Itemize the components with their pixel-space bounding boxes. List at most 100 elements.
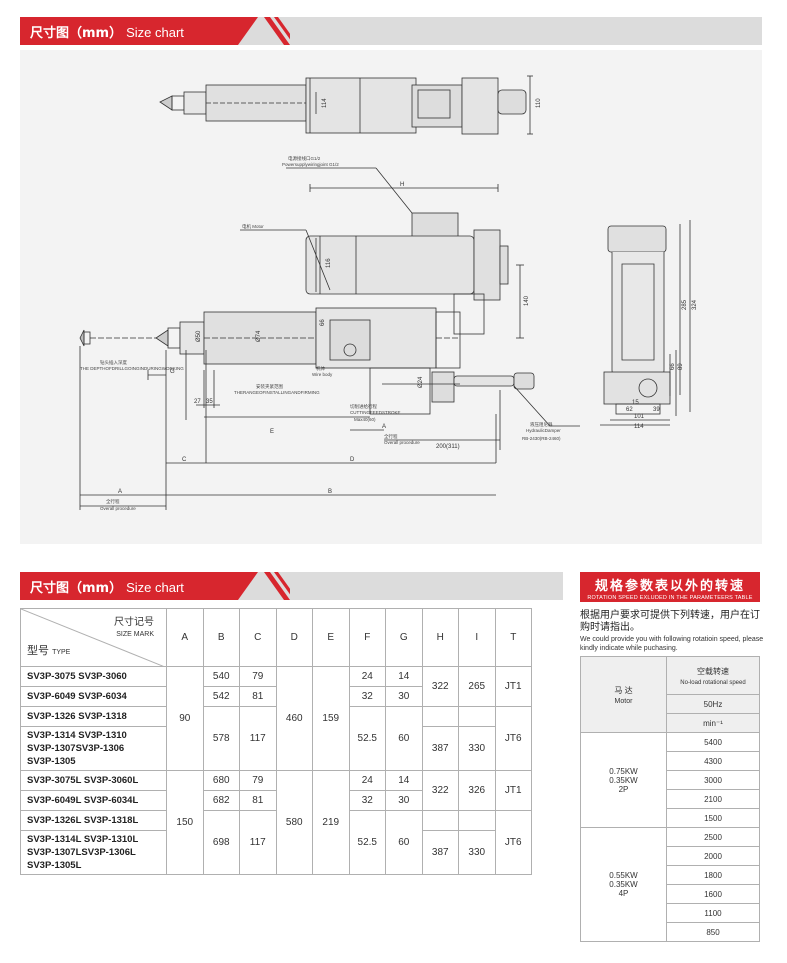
freq-cell: 50Hz bbox=[666, 694, 760, 714]
dim-101: 101 bbox=[634, 414, 645, 420]
cell-G: 30 bbox=[385, 686, 423, 707]
speed-row: 0.75KW 0.35KW 2P 5400 bbox=[580, 732, 760, 828]
cell-C: 81 bbox=[239, 790, 277, 811]
label-body-cn: 机体 bbox=[316, 365, 325, 372]
dim-62: 62 bbox=[626, 407, 633, 413]
unit-cell: min⁻¹ bbox=[666, 713, 760, 733]
spec-note-cn: 根据用户要求可提供下列转速，用户在订购时请指出。 bbox=[580, 610, 760, 633]
cell-F: 24 bbox=[348, 770, 386, 791]
cell-D: 460 bbox=[275, 666, 313, 771]
cell-A: 90 bbox=[166, 666, 204, 771]
dim-39: 39 bbox=[653, 407, 660, 413]
cell-B: 542 bbox=[202, 686, 240, 707]
header-title-en: Size chart bbox=[126, 25, 184, 40]
dim-140: 140 bbox=[524, 295, 530, 306]
cell-H-empty bbox=[421, 810, 459, 831]
size-chart-header-table: 尺寸图（mm）Size chart bbox=[20, 572, 563, 600]
header2-title-en: Size chart bbox=[126, 580, 184, 595]
dim-50: Ø50 bbox=[196, 330, 202, 342]
cell-H: 387 bbox=[421, 726, 459, 771]
cell-C: 81 bbox=[239, 686, 277, 707]
cell-F: 52.5 bbox=[348, 810, 386, 875]
speed-cell: 2100 bbox=[666, 789, 760, 809]
col-header-F: F bbox=[348, 608, 386, 667]
label-overall2-en: Overall procedure bbox=[100, 506, 136, 511]
cell-I-empty bbox=[458, 810, 496, 831]
speed-cell: 1100 bbox=[666, 903, 760, 923]
label-install-range-cn: 安装夹紧范围 bbox=[256, 383, 283, 390]
speed-cell: 2000 bbox=[666, 846, 760, 866]
dim-C: C bbox=[182, 457, 187, 463]
cell-F: 32 bbox=[348, 686, 386, 707]
cell-H: 322 bbox=[421, 666, 459, 707]
cell-C: 79 bbox=[239, 770, 277, 791]
col-header-E: E bbox=[312, 608, 350, 667]
label-cut-stroke-cn: 切削进给行程 bbox=[350, 403, 377, 410]
header2-title: 尺寸图（mm）Size chart bbox=[30, 577, 184, 596]
speed-en: No-load rotational speed bbox=[680, 679, 746, 686]
speed-cell: 5400 bbox=[666, 732, 760, 752]
dim-24: Ø24 bbox=[418, 376, 424, 388]
spec-note-en: We could provide you with following rota… bbox=[580, 636, 764, 652]
header2-red-band bbox=[20, 572, 258, 600]
speed-header-row: 马 达 Motor 空载转速 No-load rotational speed bbox=[580, 656, 760, 733]
cell-C: 79 bbox=[239, 666, 277, 687]
dim-D: D bbox=[350, 457, 355, 463]
cell-T: JT6 bbox=[494, 810, 532, 875]
front-view bbox=[79, 167, 580, 510]
label-power-joint-en: Powersupplywiringjoint G1/2 bbox=[282, 162, 339, 167]
label-cut-max: Max40(60) bbox=[354, 417, 376, 422]
cell-D: 580 bbox=[275, 770, 313, 875]
label-power-joint-cn: 电源接线口G1/2 bbox=[288, 155, 321, 162]
cell-T: JT1 bbox=[494, 666, 532, 707]
motor-en: Motor bbox=[614, 697, 633, 705]
table-row: SV3P-1326 SV3P-1318 578 117 52.5 60 JT6 bbox=[20, 706, 532, 771]
group1-line2: 0.35KW bbox=[609, 775, 638, 785]
technical-drawing: 110 114 H 116 140 66 Ø50 Ø74 Ø24 G 27 35… bbox=[20, 50, 762, 544]
size-chart-header-top: 尺寸图（mm）Size chart bbox=[20, 17, 762, 45]
cell-E: 219 bbox=[312, 770, 350, 875]
dim-74: Ø74 bbox=[256, 330, 262, 342]
col-header-C: C bbox=[239, 608, 277, 667]
cell-H: 322 bbox=[421, 770, 459, 811]
drawing-svg: 110 114 H 116 140 66 Ø50 Ø74 Ø24 G 27 35… bbox=[79, 75, 698, 511]
row-type: SV3P-6049L SV3P-6034L bbox=[20, 790, 167, 811]
row-type: SV3P-6049 SV3P-6034 bbox=[20, 686, 167, 707]
speed-cell: 3000 bbox=[666, 770, 760, 790]
dim-285: 285 bbox=[682, 299, 688, 310]
label-damper-en: HydraulicDamper bbox=[526, 428, 561, 433]
cell-B: 540 bbox=[202, 666, 240, 687]
row-type: SV3P-1326L SV3P-1318L bbox=[20, 810, 167, 831]
dim-G: G bbox=[170, 369, 175, 375]
table-row: SV3P-3075 SV3P-3060 90 540 79 460 159 24… bbox=[20, 666, 532, 771]
side-view bbox=[600, 220, 691, 426]
label-damper-cn: 液压阻尼器 bbox=[530, 421, 553, 428]
cell-T: JT1 bbox=[494, 770, 532, 811]
dim-E: E bbox=[270, 429, 274, 435]
col-header-D: D bbox=[275, 608, 313, 667]
motor-group-1: 0.75KW 0.35KW 2P bbox=[580, 732, 667, 828]
speed-cell: 850 bbox=[666, 922, 760, 942]
group1-line1: 0.75KW bbox=[609, 766, 638, 776]
dim-66-side: 66 bbox=[670, 363, 676, 370]
header-title-cn: 尺寸图（mm） bbox=[30, 26, 123, 41]
label-damper-model: RB-2430(RB-2460) bbox=[522, 436, 561, 441]
label-motor: 电机 Motor bbox=[242, 223, 264, 230]
group2-line1: 0.55KW bbox=[609, 871, 638, 880]
cell-C: 117 bbox=[239, 706, 277, 771]
cell-G: 14 bbox=[385, 770, 423, 791]
cell-I: 330 bbox=[458, 726, 496, 771]
dim-114-top: 114 bbox=[322, 98, 328, 108]
row-type: SV3P-3075 SV3P-3060 bbox=[20, 666, 167, 687]
group2-line3: 4P bbox=[618, 889, 629, 898]
cell-B: 680 bbox=[202, 770, 240, 791]
spec-title-banner: 规格参数表以外的转速 ROTATION SPEED EXLUDED IN THE… bbox=[580, 572, 760, 602]
cell-E: 159 bbox=[312, 666, 350, 771]
header2-stripes bbox=[264, 572, 290, 600]
label-overall2-cn: 全行程 bbox=[106, 498, 120, 505]
